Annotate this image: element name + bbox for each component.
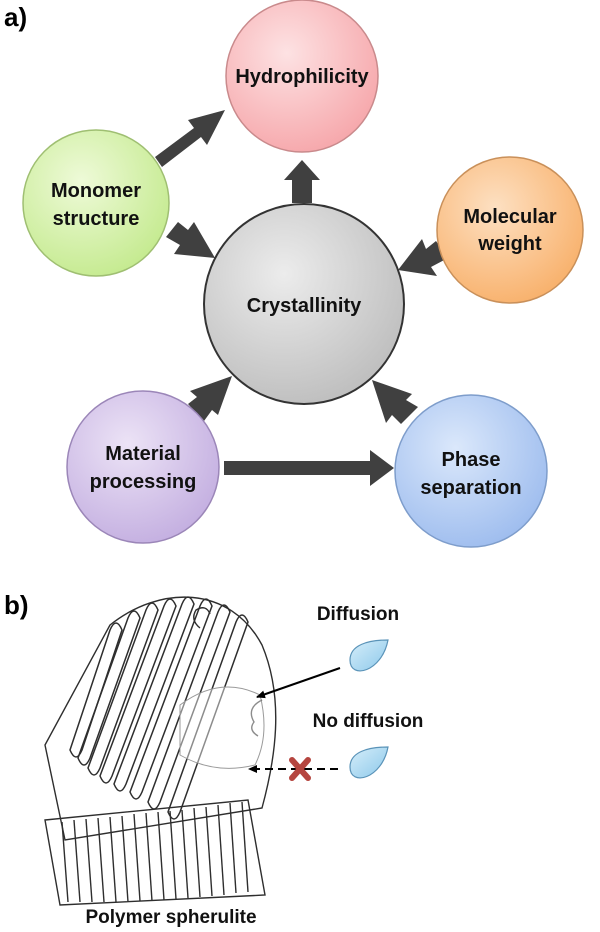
arrow-crystallinity-to-hydrophilicity <box>284 160 320 203</box>
node-molecular-weight: Molecular weight <box>436 156 584 304</box>
arrows <box>155 110 448 486</box>
droplet-diffusion <box>349 639 389 672</box>
arrow-material-to-crystallinity <box>188 376 232 421</box>
label-diffusion: Diffusion <box>317 604 399 625</box>
node-material-label-line1: Material <box>105 443 181 465</box>
spherulite-outline <box>44 596 277 841</box>
node-crystallinity-label: Crystallinity <box>247 295 362 317</box>
arrow-phase-to-crystallinity <box>372 380 418 424</box>
caption-polymer-spherulite: Polymer spherulite <box>85 907 256 928</box>
arrow-material-to-phase <box>224 450 394 486</box>
arrow-diffusion <box>256 667 341 699</box>
node-hydrophilicity-label: Hydrophilicity <box>235 66 369 88</box>
panel-b-label: b) <box>4 590 29 620</box>
arrow-molecular-to-crystallinity <box>398 239 448 276</box>
node-phase-label-line2: separation <box>420 477 521 499</box>
arrow-monomer-to-hydrophilicity <box>155 110 225 167</box>
node-molecular-label-line2: weight <box>477 233 542 255</box>
node-material-processing: Material processing <box>66 390 220 544</box>
node-crystallinity: Crystallinity <box>203 203 405 405</box>
node-monomer-structure: Monomer structure <box>22 129 170 277</box>
blocked-cross-icon <box>289 757 311 781</box>
arrow-monomer-to-crystallinity <box>166 222 215 258</box>
droplet-no-diffusion <box>349 746 389 779</box>
node-phase-separation: Phase separation <box>394 394 548 548</box>
front-folds <box>61 801 249 903</box>
node-hydrophilicity: Hydrophilicity <box>225 0 379 153</box>
spherulite-front-face <box>44 799 266 906</box>
label-no-diffusion: No diffusion <box>313 711 424 732</box>
node-molecular-label-line1: Molecular <box>463 206 557 228</box>
node-material-label-line2: processing <box>90 471 197 493</box>
node-monomer-label-line1: Monomer <box>51 180 141 202</box>
panel-a-label: a) <box>4 2 28 32</box>
polymer-spherulite-illustration <box>44 596 277 906</box>
node-monomer-label-line2: structure <box>53 208 140 230</box>
node-phase-label-line1: Phase <box>442 449 501 471</box>
lamellae <box>69 596 249 820</box>
